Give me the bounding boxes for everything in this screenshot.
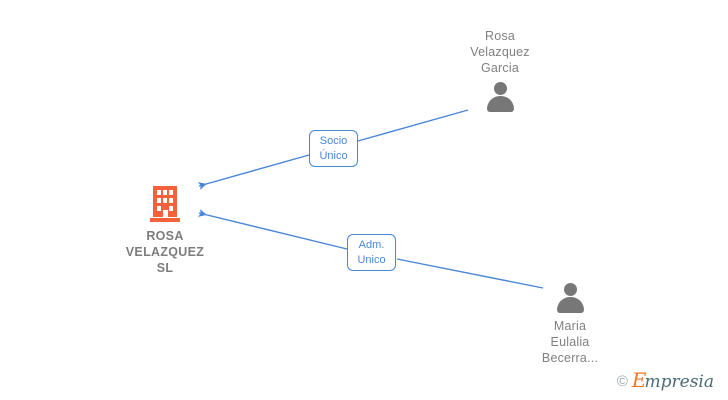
relation-badge-socio-unico[interactable]: Socio Único	[309, 130, 358, 167]
building-window	[157, 190, 161, 195]
person-body	[557, 297, 584, 313]
building-window	[169, 190, 173, 195]
node-person-maria[interactable]: Maria Eulalia Becerra...	[500, 283, 640, 366]
building-window	[157, 198, 161, 203]
edge-badge-to-company-adm	[198, 209, 348, 250]
building-icon	[150, 186, 180, 222]
person-head	[494, 82, 507, 95]
company-name-label: ROSA VELAZQUEZ SL	[125, 229, 205, 275]
building-window	[163, 198, 167, 203]
person-icon	[483, 82, 517, 112]
relation-badge-adm-unico[interactable]: Adm. Unico	[347, 234, 396, 271]
edge-rosa-to-badge	[357, 109, 469, 142]
building-base	[150, 218, 180, 222]
building-window	[169, 206, 173, 211]
node-person-rosa[interactable]: Rosa Velazquez Garcia	[430, 28, 570, 112]
person-head	[564, 283, 577, 296]
brand-rest: mpresia	[644, 372, 715, 392]
edge-badge-to-company-socio	[197, 154, 310, 190]
node-company[interactable]: ROSA VELAZQUEZ SL	[95, 186, 235, 276]
building-window	[163, 190, 167, 195]
brand-initial: E	[631, 368, 647, 392]
edge-maria-to-badge	[396, 258, 544, 289]
person-name-label: Rosa Velazquez Garcia	[470, 29, 530, 75]
person-name-label: Maria Eulalia Becerra...	[541, 319, 599, 365]
building-window	[157, 206, 161, 211]
person-body	[487, 96, 514, 112]
brand-logo: Empresia	[632, 370, 714, 392]
copyright-icon: ©	[616, 372, 628, 390]
watermark: © Empresia	[617, 370, 714, 392]
building-door	[162, 210, 168, 218]
building-window	[169, 198, 173, 203]
person-icon	[553, 283, 587, 313]
